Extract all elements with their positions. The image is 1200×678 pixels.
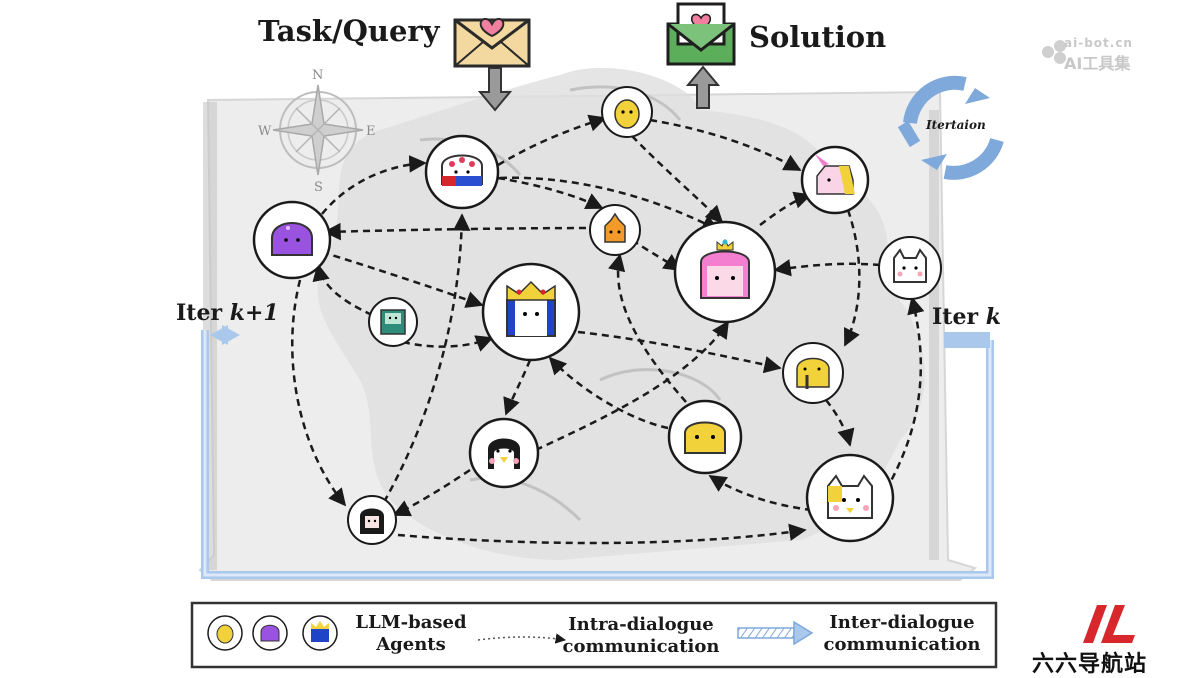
arrow-bigcat-yellowsq bbox=[708, 474, 813, 512]
arrow-iceking-elephant bbox=[577, 330, 782, 374]
arrow-unicorn-elephant bbox=[843, 209, 861, 347]
intra-dialogue-arrows bbox=[291, 114, 925, 545]
compass-east-label: E bbox=[366, 124, 376, 139]
arrow-yellowsq-fire bbox=[608, 253, 687, 403]
iteration-cycle-icon bbox=[897, 75, 1004, 180]
bmo-agent bbox=[368, 297, 418, 347]
iteration-cycle-label: Itertaion bbox=[926, 118, 986, 132]
agent-nodes bbox=[252, 86, 942, 545]
purple-slime-agent bbox=[252, 200, 332, 280]
iter-current-label: Iter k bbox=[932, 304, 1001, 330]
arrow-purple-iceking bbox=[321, 250, 484, 308]
legend-agents-line1: LLM-based bbox=[355, 612, 467, 633]
arrow-girl-bunny bbox=[382, 213, 471, 503]
iter-current-var: k bbox=[985, 304, 1001, 330]
ice-king-agent bbox=[481, 262, 581, 362]
watermark-logo-icon bbox=[1042, 40, 1066, 64]
arrow-fire-purple bbox=[323, 222, 599, 241]
yellow-blob-agent bbox=[601, 86, 653, 138]
arrow-bunny-princess bbox=[499, 176, 720, 232]
arrow-yellowblob-princess bbox=[631, 135, 724, 224]
solution-up-arrow bbox=[685, 65, 721, 109]
legend-inter-line2: communication bbox=[823, 634, 981, 655]
arrow-bunny-fire bbox=[497, 176, 604, 210]
big-cat-agent bbox=[805, 453, 895, 543]
princess-agent bbox=[673, 220, 777, 324]
legend-purple-agent-icon bbox=[252, 615, 288, 651]
task-down-arrow bbox=[477, 67, 513, 112]
arrow-bigcat-cat bbox=[884, 296, 925, 491]
solution-label: Solution bbox=[749, 20, 887, 54]
arrow-iceking-penguin bbox=[503, 359, 532, 416]
legend-agents-line2: Agents bbox=[376, 634, 446, 655]
arrow-bunny-yellowblob bbox=[497, 114, 607, 167]
unicorn-agent bbox=[800, 145, 870, 215]
legend-intra-line2: communication bbox=[562, 636, 720, 657]
cat-agent bbox=[878, 236, 942, 300]
legend-inter-arrow bbox=[737, 620, 814, 646]
watermark-top-line1: ai-bot.cn bbox=[1064, 36, 1133, 50]
arrow-purple-girl bbox=[291, 279, 347, 507]
arrow-elephant-bigcat bbox=[825, 399, 855, 447]
legend-inter-text: Inter-dialogue communication bbox=[814, 612, 990, 656]
compass-north-label: N bbox=[312, 68, 324, 83]
iter-next-prefix: Iter bbox=[176, 300, 230, 326]
brand-bottom-text: 六六导航站 bbox=[1032, 652, 1148, 677]
compass-west-label: W bbox=[258, 124, 272, 139]
legend-intra-line1: Intra-dialogue bbox=[568, 614, 714, 635]
iter-next-var: k+1 bbox=[229, 300, 279, 326]
compass-rose-icon bbox=[272, 84, 364, 176]
legend-agents-text: LLM-based Agents bbox=[346, 612, 476, 656]
penguin-agent bbox=[468, 417, 540, 489]
yellow-square-agent bbox=[667, 399, 743, 475]
inter-dialogue-loop bbox=[201, 325, 994, 579]
arrow-purple-bunny bbox=[321, 155, 427, 215]
girl-agent bbox=[347, 495, 397, 545]
legend-yellow-agent-icon bbox=[207, 615, 243, 651]
legend-box bbox=[190, 601, 998, 669]
fire-agent bbox=[589, 204, 641, 256]
iter-current-prefix: Iter bbox=[932, 304, 986, 330]
watermark-top-line2: AI工具集 bbox=[1064, 54, 1131, 73]
arrow-penguin-princess bbox=[524, 320, 730, 457]
arrow-yellowsq-iceking bbox=[548, 356, 669, 430]
arrow-penguin-girl bbox=[392, 468, 471, 517]
brand-logo-icon bbox=[1083, 605, 1135, 643]
legend-intra-arrow bbox=[477, 633, 567, 644]
legend-iceking-agent-icon bbox=[302, 615, 338, 651]
elephant-agent bbox=[782, 342, 844, 404]
legend-intra-text: Intra-dialogue communication bbox=[552, 614, 730, 658]
bunny-agent bbox=[424, 134, 500, 210]
legend-inter-line1: Inter-dialogue bbox=[829, 612, 975, 633]
compass-south-label: S bbox=[314, 180, 323, 195]
arrow-cat-princess bbox=[773, 259, 881, 277]
solution-envelope-icon bbox=[666, 2, 736, 66]
arrow-girl-bigcat bbox=[397, 523, 807, 545]
task-query-label: Task/Query bbox=[258, 14, 440, 48]
envelope-icon bbox=[453, 18, 531, 68]
iter-next-label: Iter k+1 bbox=[176, 300, 279, 326]
arrow-yellowblob-unicorn bbox=[649, 118, 802, 172]
